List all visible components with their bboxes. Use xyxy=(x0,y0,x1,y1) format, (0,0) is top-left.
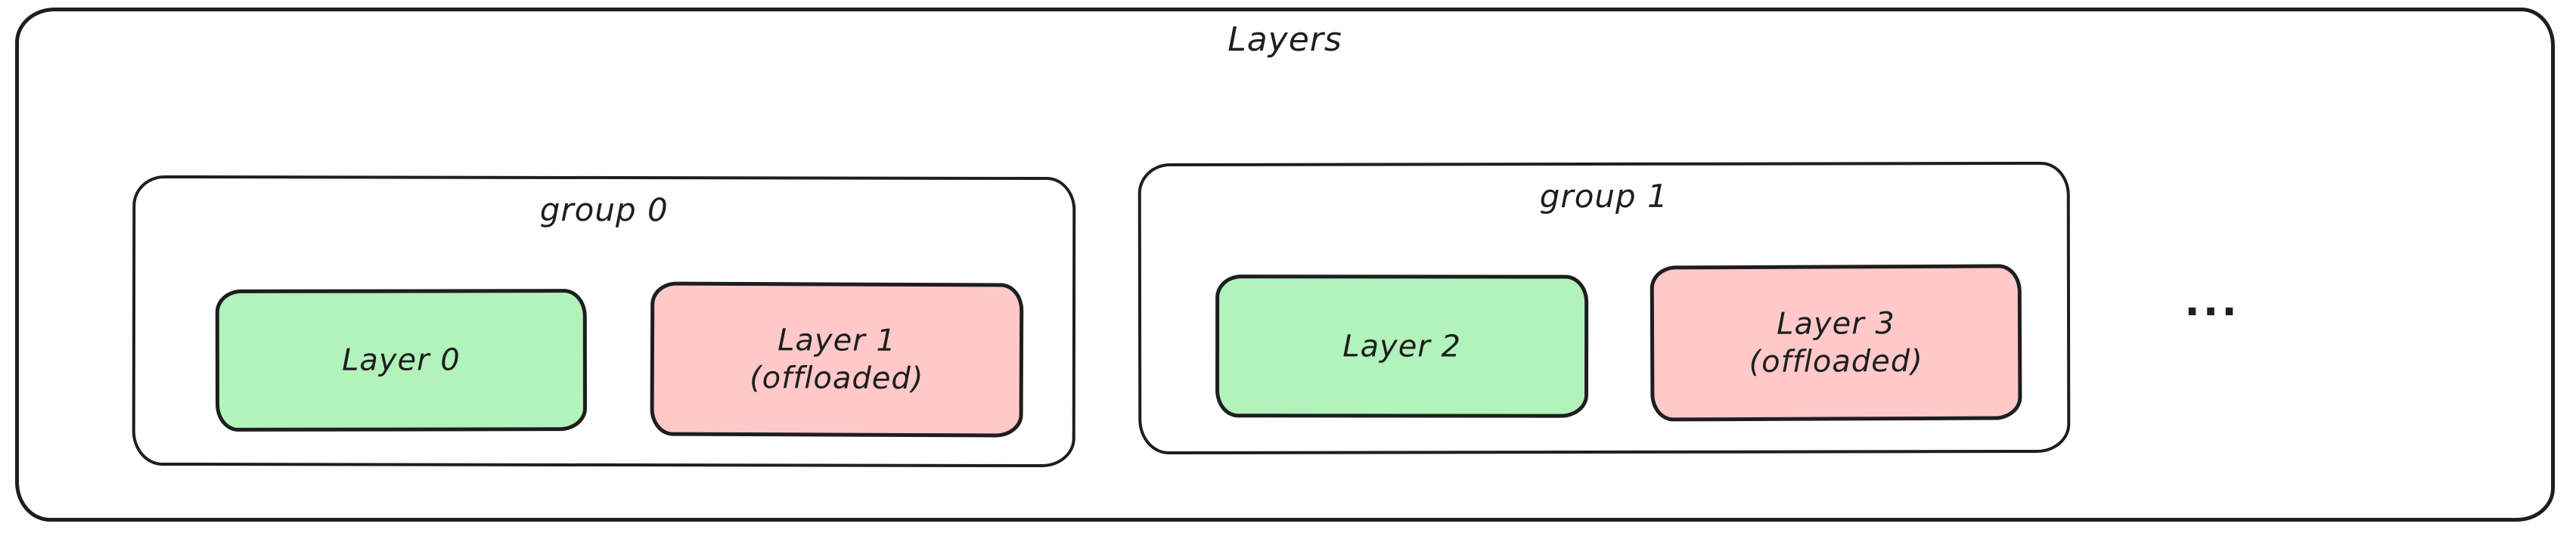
more-groups-ellipsis: ... xyxy=(2184,277,2240,325)
group-1-label: group 1 xyxy=(1539,177,1668,215)
layer-0-box: Layer 0 xyxy=(215,289,588,432)
layer-2-label: Layer 2 xyxy=(1342,328,1461,364)
layer-3-offloaded-label: Layer 3 (offloaded) xyxy=(1749,306,1923,380)
group-1-box: group 1 Layer 2 Layer 3 (offloaded) xyxy=(1137,161,2071,455)
diagram-title: Layers xyxy=(1227,20,1342,59)
layer-3-offloaded-box: Layer 3 (offloaded) xyxy=(1650,264,2022,422)
layer-2-box: Layer 2 xyxy=(1215,274,1589,418)
layers-container-box: Layers group 0 Layer 0 Layer 1 (offloade… xyxy=(15,8,2555,522)
layer-1-offloaded-box: Layer 1 (offloaded) xyxy=(650,281,1024,438)
group-0-box: group 0 Layer 0 Layer 1 (offloaded) xyxy=(132,175,1076,468)
layer-1-offloaded-label: Layer 1 (offloaded) xyxy=(750,323,924,397)
layer-0-label: Layer 0 xyxy=(342,342,461,378)
group-0-label: group 0 xyxy=(539,191,669,229)
